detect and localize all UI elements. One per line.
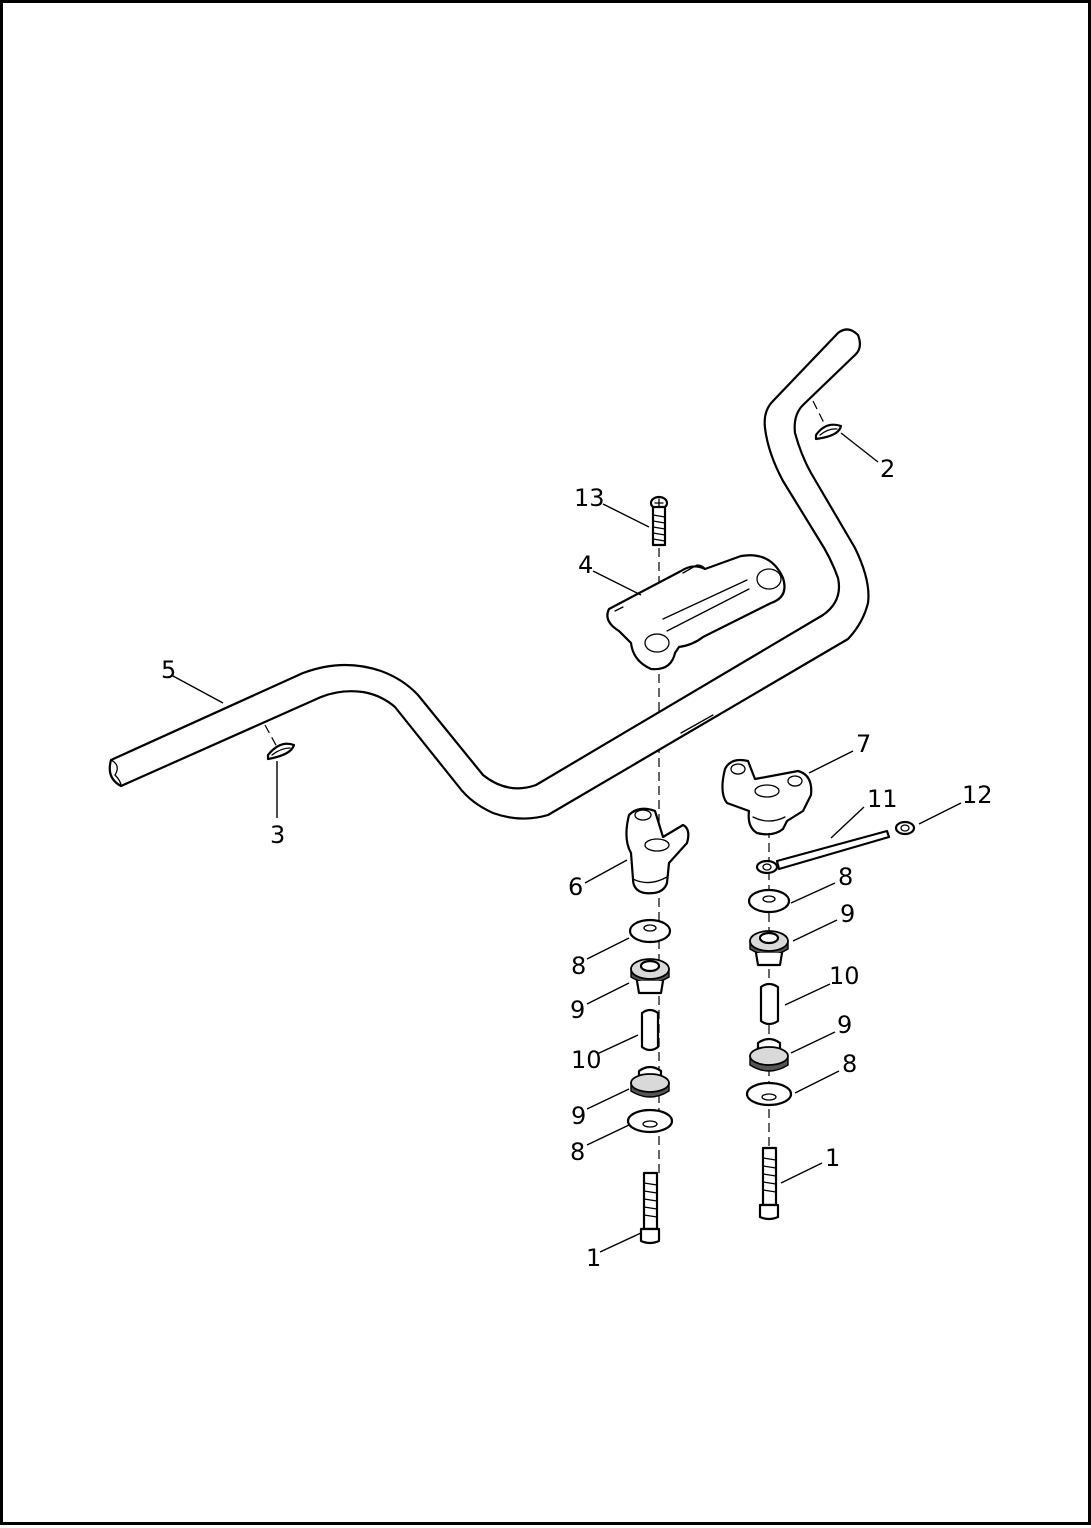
callout-9-right-lower: 9 — [837, 1011, 852, 1039]
callout-4: 4 — [578, 551, 593, 579]
callout-8-left-upper: 8 — [571, 952, 586, 980]
left-mount-stack — [626, 918, 674, 1245]
callout-12: 12 — [962, 781, 993, 809]
callout-13: 13 — [574, 484, 605, 512]
callout-leaders — [172, 432, 962, 1253]
ground-strap — [755, 820, 916, 875]
callout-8-right-upper: 8 — [838, 863, 853, 891]
callout-2: 2 — [880, 455, 895, 483]
callout-7: 7 — [856, 730, 871, 758]
callout-1-left: 1 — [586, 1244, 601, 1272]
callout-8-right-lower: 8 — [842, 1050, 857, 1078]
right-mount-stack — [745, 888, 793, 1221]
callout-10-right: 10 — [829, 962, 860, 990]
callout-9-left-upper: 9 — [570, 996, 585, 1024]
riser-left — [625, 807, 690, 895]
clip-left — [266, 742, 296, 761]
callout-8-left-lower: 8 — [570, 1138, 585, 1166]
callout-6: 6 — [568, 873, 583, 901]
callout-1-right: 1 — [825, 1144, 840, 1172]
callout-11: 11 — [867, 785, 898, 813]
callout-9-left-lower: 9 — [571, 1102, 586, 1130]
callout-5: 5 — [161, 656, 176, 684]
callout-9-right-upper: 9 — [840, 900, 855, 928]
top-clamp — [606, 554, 786, 671]
callout-labels: 2 3 5 4 13 6 7 11 12 8 9 10 9 8 1 8 9 10… — [161, 455, 993, 1272]
clip-right — [814, 423, 843, 441]
handlebar — [108, 328, 870, 820]
exploded-parts-diagram: 2 3 5 4 13 6 7 11 12 8 9 10 9 8 1 8 9 10… — [108, 328, 993, 1272]
riser-right — [721, 758, 813, 836]
callout-3: 3 — [270, 821, 285, 849]
top-clamp-screw — [649, 495, 669, 547]
callout-10-left: 10 — [571, 1046, 602, 1074]
